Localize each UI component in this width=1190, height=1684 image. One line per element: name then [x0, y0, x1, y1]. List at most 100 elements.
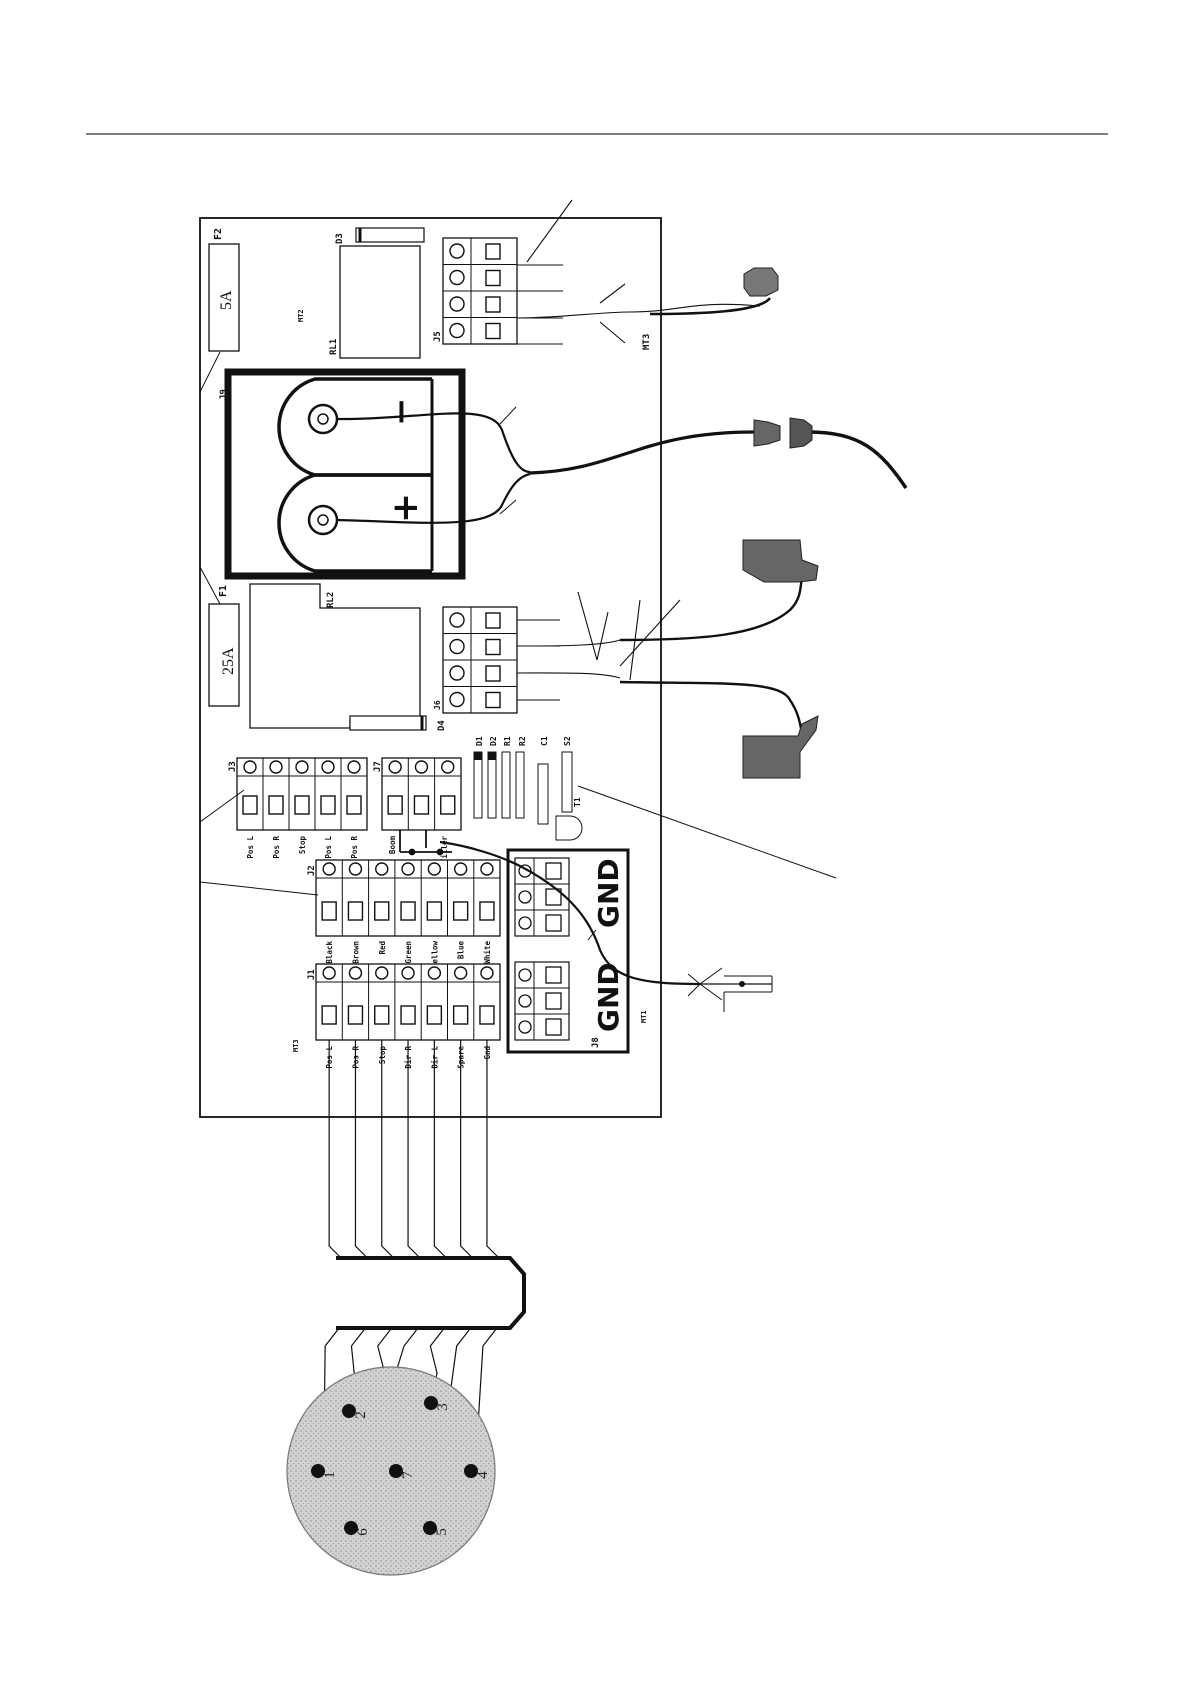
svg-text:J8: J8 — [591, 1037, 601, 1048]
terminal-block-j3: J3 — [228, 758, 367, 830]
terminal-clamp — [441, 796, 455, 814]
fuse-f2: F2 5A — [209, 228, 239, 351]
svg-text:MT3: MT3 — [642, 334, 652, 350]
harness-wire — [382, 1040, 394, 1258]
harness-wire — [487, 1040, 499, 1258]
terminal-screw — [270, 761, 282, 773]
j3-terminal-label: Pos L — [246, 836, 255, 859]
svg-text:J3: J3 — [228, 761, 238, 772]
terminal-clamp — [375, 902, 389, 920]
gnd-clamp — [546, 915, 561, 931]
terminal-clamp — [486, 271, 500, 286]
terminal-clamp — [375, 1006, 389, 1024]
j3-terminal-label: Pos R — [272, 836, 281, 859]
terminal-screw — [323, 967, 335, 979]
battery-lead-plug-right — [790, 418, 812, 448]
terminal-screw — [450, 324, 464, 338]
sensor-plug-upper — [743, 540, 818, 582]
j2-terminal-label: Blue — [457, 941, 466, 960]
terminal-clamp — [454, 902, 468, 920]
svg-text:S2: S2 — [563, 736, 572, 746]
connector-pin-number: 4 — [475, 1471, 491, 1479]
terminal-screw — [322, 761, 334, 773]
sensor-plug-lower — [743, 716, 818, 778]
terminal-clamp — [454, 1006, 468, 1024]
svg-text:J6: J6 — [433, 700, 442, 710]
terminal-screw — [450, 640, 464, 654]
terminal-screw — [450, 666, 464, 680]
terminal-screw — [348, 761, 360, 773]
terminal-screw — [376, 967, 388, 979]
terminal-screw — [428, 863, 440, 875]
small-components: D1 D2 R1 R2 C1 S2 T1 — [474, 736, 582, 840]
terminal-clamp — [486, 640, 500, 655]
terminal-clamp — [295, 796, 309, 814]
terminal-clamp — [480, 1006, 494, 1024]
harness-wire — [408, 1040, 420, 1258]
terminal-clamp — [348, 902, 362, 920]
j2-terminal-label: Brown — [351, 941, 360, 964]
terminal-clamp — [243, 796, 257, 814]
svg-text:J9: J9 — [219, 389, 229, 400]
diode-d4: D4 — [350, 716, 447, 731]
terminal-screw — [455, 967, 467, 979]
terminal-clamp — [414, 796, 428, 814]
terminal-clamp — [322, 902, 336, 920]
fuse-f1: F1 25A — [209, 585, 239, 706]
terminal-screw — [296, 761, 308, 773]
battery-lead-plug-left — [754, 420, 780, 446]
connector-pin-number: 5 — [434, 1528, 450, 1536]
harness-bundle — [336, 1258, 524, 1328]
terminal-screw — [481, 863, 493, 875]
terminal-clamp — [321, 796, 335, 814]
ground-block-j8: GND GND J8 — [508, 850, 628, 1052]
terminal-block-j7: J7 — [373, 758, 461, 830]
svg-text:RL2: RL2 — [326, 592, 336, 608]
fuse-f2-rating: 5A — [218, 290, 235, 310]
terminal-clamp — [486, 666, 500, 681]
svg-text:MT1: MT1 — [640, 1010, 648, 1023]
harness-wire — [461, 1040, 473, 1258]
svg-text:J2: J2 — [307, 865, 317, 876]
terminal-clamp — [486, 613, 500, 628]
connector-plug-top — [744, 268, 778, 296]
terminal-clamp — [427, 1006, 441, 1024]
svg-text:J5: J5 — [433, 331, 443, 342]
gnd-clamp — [546, 967, 561, 983]
j3-terminal-label: Stop — [298, 836, 307, 855]
terminal-screw — [455, 863, 467, 875]
terminal-block-j5: J5 — [433, 238, 517, 344]
terminal-clamp — [347, 796, 361, 814]
svg-text:J1: J1 — [307, 969, 317, 980]
j7-terminal-label: Boom — [388, 836, 397, 855]
svg-text:MT2: MT2 — [297, 309, 305, 322]
terminal-screw — [402, 967, 414, 979]
terminal-clamp — [486, 244, 500, 259]
j2-terminal-label: Black — [325, 941, 334, 964]
terminal-block-j1: J1 MT3 — [292, 964, 500, 1052]
j2-terminal-label: Green — [404, 941, 413, 964]
svg-text:D3: D3 — [335, 233, 345, 244]
terminal-screw — [481, 967, 493, 979]
harness-wire — [434, 1040, 446, 1258]
harness-wire — [329, 1040, 341, 1258]
terminal-clamp — [486, 297, 500, 312]
fuse-f2-ref: F2 — [213, 228, 224, 240]
terminal-clamp — [348, 1006, 362, 1024]
connector-pin-number: 3 — [435, 1403, 451, 1411]
terminal-screw — [402, 863, 414, 875]
svg-text:R2: R2 — [518, 736, 527, 746]
connector-pin-number: 6 — [355, 1528, 371, 1536]
terminal-screw — [428, 967, 440, 979]
svg-text:MT3: MT3 — [292, 1039, 300, 1052]
svg-text:D4: D4 — [437, 720, 447, 731]
terminal-clamp — [427, 902, 441, 920]
terminal-screw — [450, 693, 464, 707]
relay-rl1: RL1 MT2 — [297, 246, 420, 358]
terminal-screw — [415, 761, 427, 773]
svg-text:T1: T1 — [573, 797, 582, 807]
gnd-clamp — [546, 1019, 561, 1035]
terminal-screw — [450, 271, 464, 285]
